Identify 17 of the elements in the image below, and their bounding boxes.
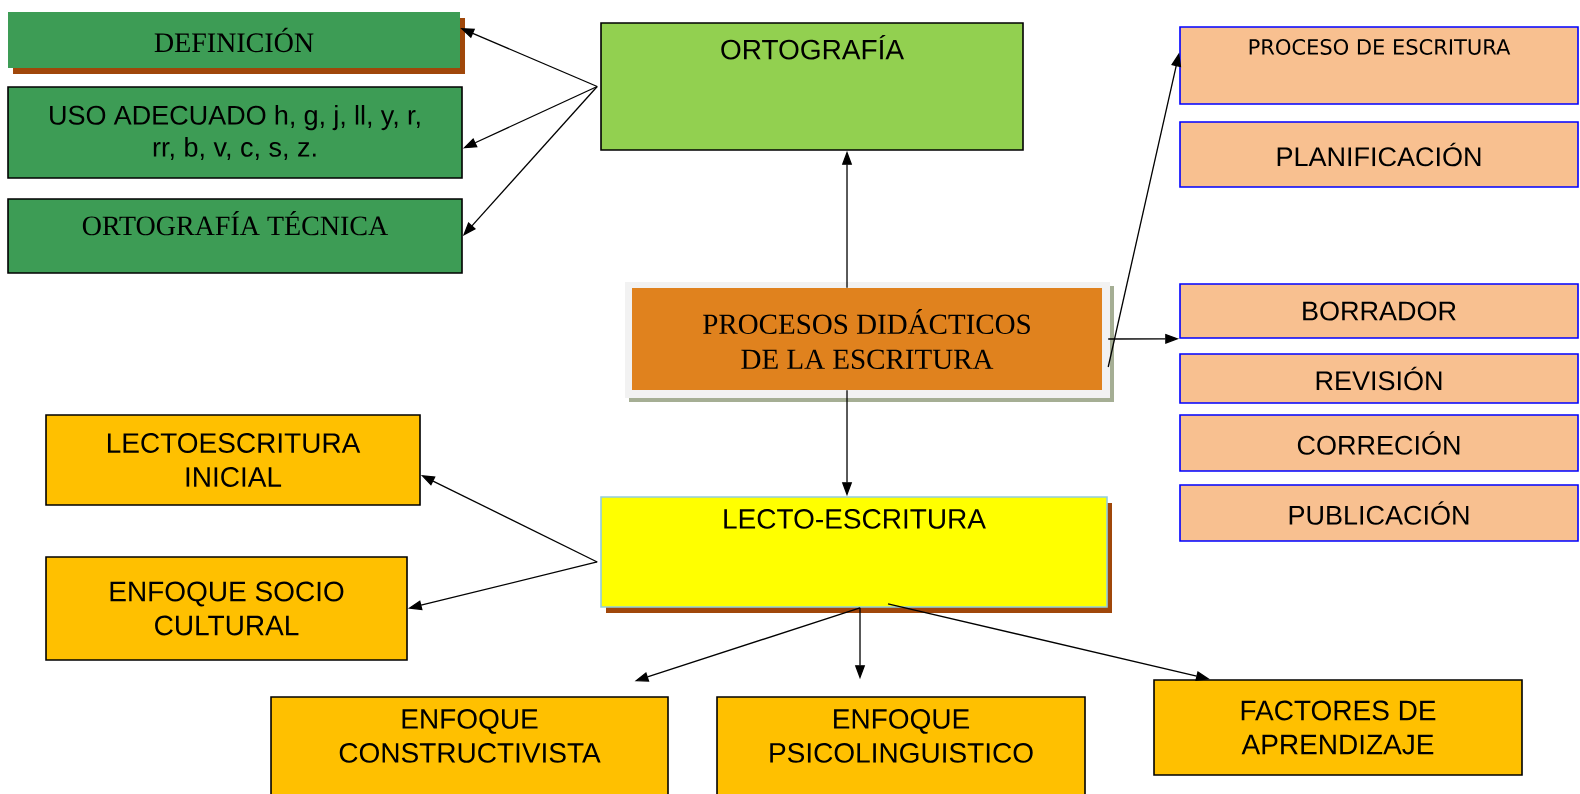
central-box: PROCESOS DIDÁCTICOS DE LA ESCRITURA <box>625 282 1114 402</box>
concept-box: ORTOGRAFÍA TÉCNICA <box>7 198 463 274</box>
step-box: PUBLICACIÓN <box>1179 484 1579 542</box>
topic-box: ORTOGRAFÍA <box>600 22 1024 151</box>
definition-box: DEFINICIÓN <box>8 12 465 74</box>
step-box: CORRECIÓN <box>1179 414 1579 472</box>
step-box: PROCESO DE ESCRITURA <box>1179 26 1579 105</box>
step-box: BORRADOR <box>1179 283 1579 339</box>
concept-box: USO ADECUADO h, g, j, ll, y, r, rr, b, v, c, s, z. <box>7 86 463 179</box>
step-box: PLANIFICACIÓN <box>1179 121 1579 188</box>
concept-box: FACTORES DE APRENDIZAJE <box>1153 679 1523 776</box>
concept-box: ENFOQUE CONSTRUCTIVISTA <box>270 696 669 794</box>
concept-box: LECTOESCRITURA INICIAL <box>45 414 421 506</box>
concept-box: ENFOQUE SOCIO CULTURAL <box>45 556 408 661</box>
concept-box: ENFOQUE PSICOLINGUISTICO <box>716 696 1086 794</box>
topic-box: LECTO-ESCRITURA <box>600 496 1112 613</box>
step-box: REVISIÓN <box>1179 353 1579 404</box>
